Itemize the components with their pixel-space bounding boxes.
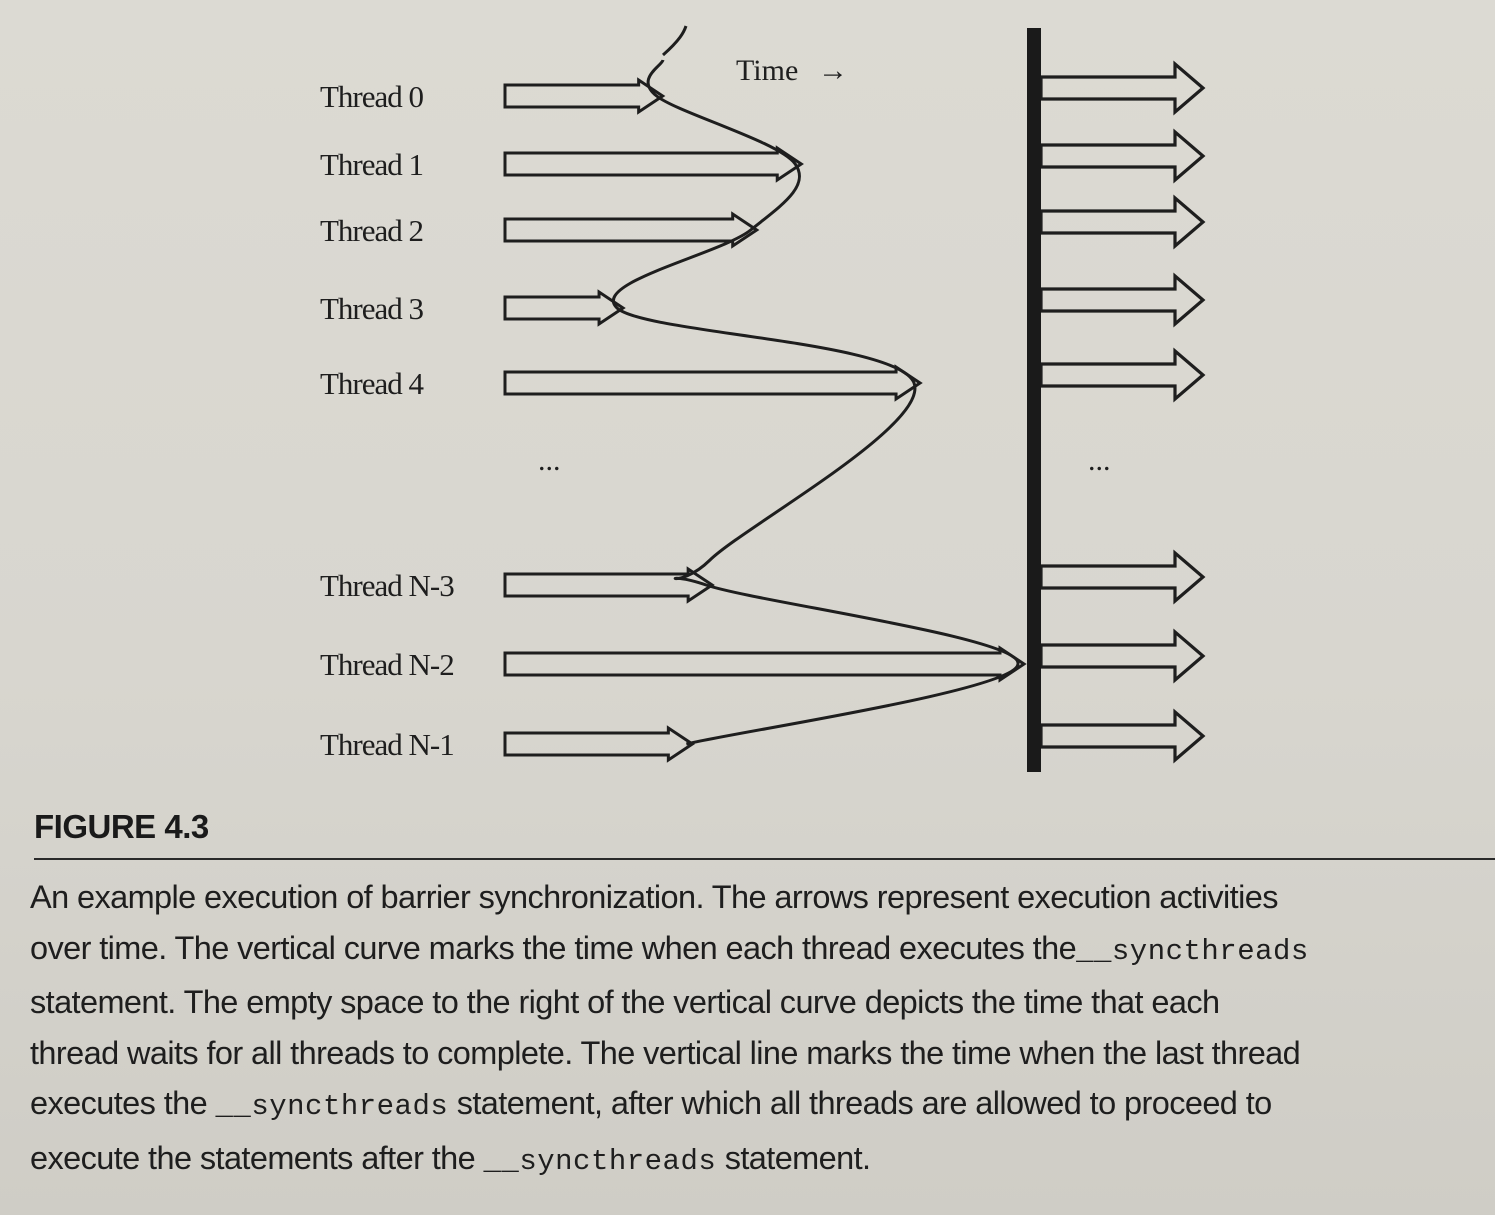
code-syncthreads: __syncthreads <box>1076 934 1309 968</box>
ellipsis-right: ... <box>1088 444 1111 477</box>
caption-text: over time. The vertical curve marks the … <box>30 929 1077 966</box>
post-barrier-arrow <box>1039 628 1206 684</box>
thread-execution-arrow <box>503 77 666 115</box>
code-syncthreads: __syncthreads <box>215 1090 449 1123</box>
thread-label: Thread N-1 <box>320 727 454 762</box>
time-label: Time <box>736 54 798 87</box>
post-barrier-arrow <box>1039 60 1206 116</box>
figure-caption: An example execution of barrier synchron… <box>30 872 1485 1187</box>
code-syncthreads: __syncthreads <box>483 1144 717 1178</box>
thread-label: Thread N-2 <box>320 647 454 682</box>
post-barrier-arrow <box>1039 128 1206 184</box>
post-barrier-arrow <box>1039 272 1206 328</box>
thread-execution-arrow <box>503 289 626 327</box>
caption-rule <box>34 858 1495 860</box>
post-barrier-arrow <box>1039 194 1206 250</box>
time-arrow-icon: → <box>818 54 848 87</box>
thread-label: Thread 1 <box>320 147 423 182</box>
thread-label: Thread 4 <box>320 366 425 401</box>
thread-execution-arrow <box>503 211 760 249</box>
caption-line-1: An example execution of barrier synchron… <box>30 879 1278 915</box>
caption-line-5: executes the __syncthreads statement, af… <box>30 1078 1485 1133</box>
barrier-sync-diagram: Thread 0 Thread 1 Thread 2 Thread 3 Thread 4… <box>320 25 1206 772</box>
syncthreads-curve <box>612 59 1020 746</box>
caption-line-3: statement. The empty space to the right … <box>30 984 1220 1020</box>
curve-top-tail <box>662 25 688 57</box>
thread-label: Thread 3 <box>320 291 424 326</box>
post-barrier-arrow <box>1039 708 1206 764</box>
post-barrier-arrow <box>1039 549 1206 605</box>
thread-execution-arrow <box>503 645 1027 683</box>
post-barrier-arrow <box>1039 347 1206 403</box>
caption-text: executes the <box>30 1085 216 1121</box>
ellipsis-left: ... <box>538 444 561 477</box>
caption-text: statement. <box>716 1139 871 1176</box>
caption-line-2: over time. The vertical curve marks the … <box>30 923 1485 978</box>
barrier-line <box>1027 28 1041 772</box>
caption-text: execute the statements after the <box>30 1139 484 1176</box>
caption-line-4: thread waits for all threads to complete… <box>30 1034 1301 1071</box>
thread-execution-arrow <box>503 725 696 763</box>
caption-text: statement, after which all threads are a… <box>448 1085 1273 1121</box>
figure-number: FIGURE 4.3 <box>34 808 209 845</box>
thread-label: Thread 0 <box>320 79 424 114</box>
thread-execution-arrow <box>503 145 804 183</box>
thread-execution-arrow <box>503 364 923 402</box>
caption-line-6: execute the statements after the __synct… <box>30 1133 1485 1188</box>
thread-label: Thread N-3 <box>320 568 454 603</box>
thread-label: Thread 2 <box>320 213 423 248</box>
thread-execution-arrow <box>503 566 715 604</box>
